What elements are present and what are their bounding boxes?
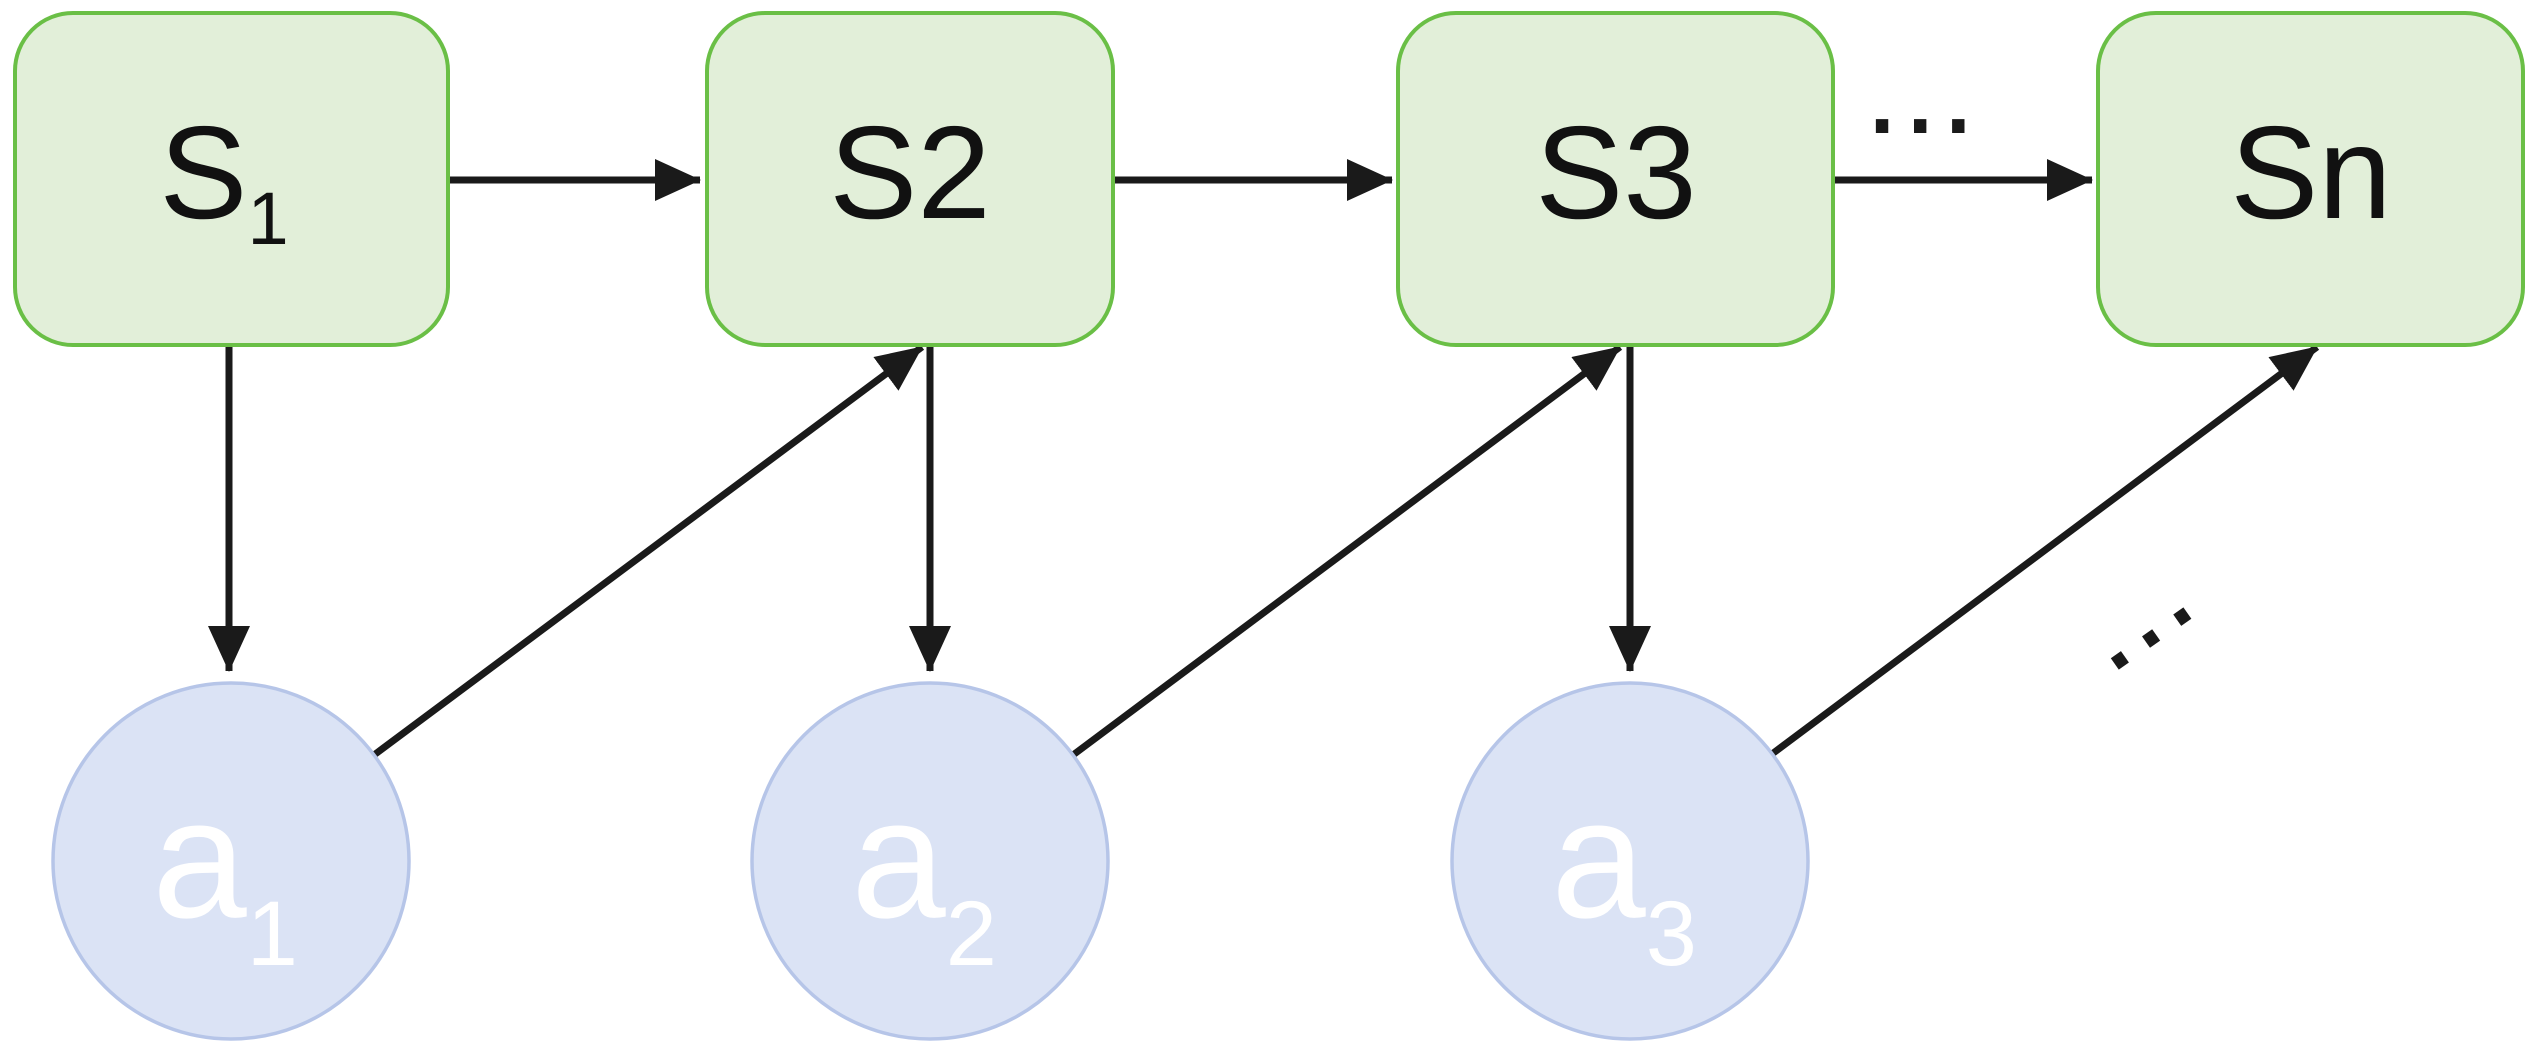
- ellipsis-top: ...: [1864, 15, 1978, 161]
- state-node-sn: [2096, 11, 2525, 347]
- action-label-a1: a1: [152, 764, 298, 985]
- state-label-s2: S2: [829, 99, 990, 246]
- ellipsis-bottom: ...: [2041, 514, 2218, 699]
- action-node-a1: [51, 681, 411, 1041]
- state-label-sn: Sn: [2230, 99, 2391, 246]
- action-label-a3: a3: [1551, 764, 1697, 985]
- edge-a3-sn: [1769, 344, 2320, 757]
- action-label-a2: a2: [851, 764, 997, 985]
- state-label-s1: S1: [159, 99, 288, 260]
- action-node-a3: [1450, 681, 1810, 1041]
- edge-a2-s3: [1070, 344, 1623, 758]
- state-node-s1: [13, 11, 450, 347]
- state-node-s2: [705, 11, 1115, 347]
- state-label-s3: S3: [1535, 99, 1696, 246]
- state-node-s3: [1396, 11, 1835, 347]
- edge-a1-s2: [371, 344, 925, 758]
- action-node-a2: [750, 681, 1110, 1041]
